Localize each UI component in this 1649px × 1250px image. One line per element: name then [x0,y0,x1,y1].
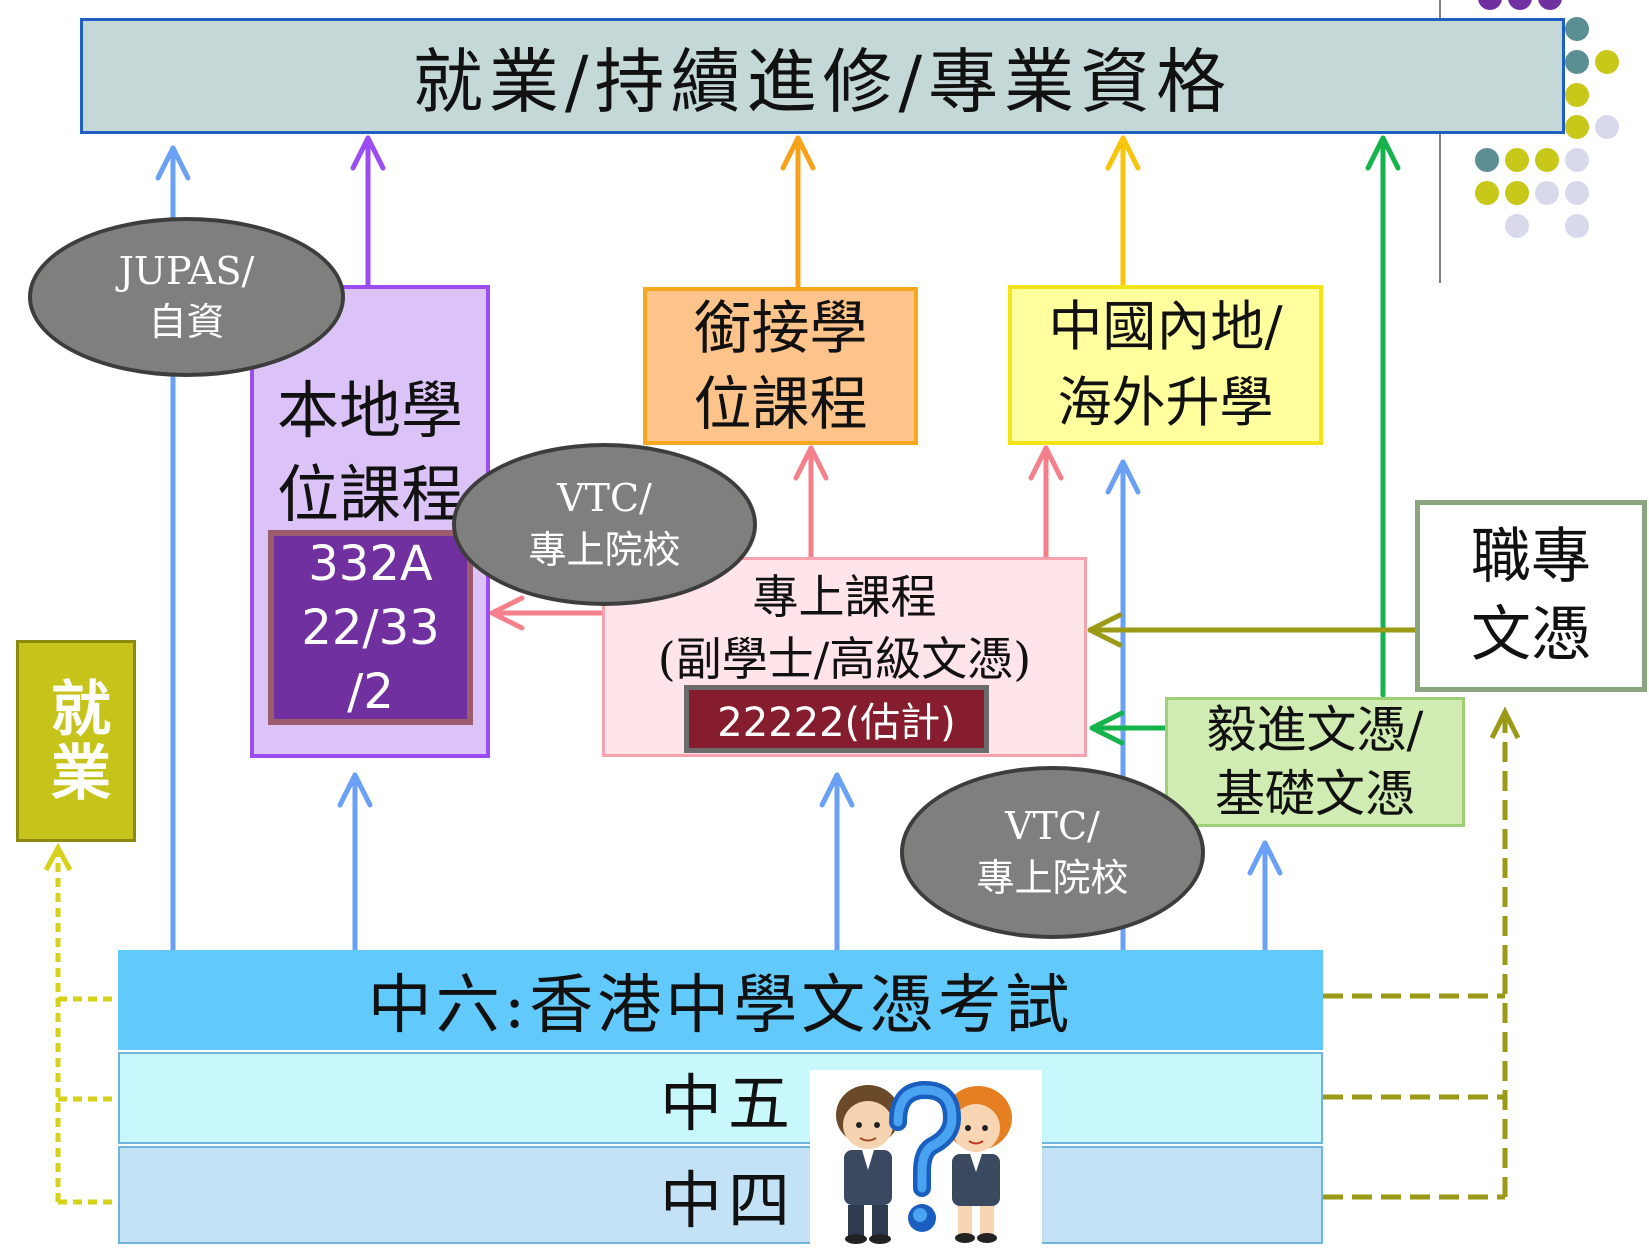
vocational-diploma-line2: 文憑 [1471,600,1591,670]
dot-decoration [1565,115,1589,139]
question-mark-icon [889,1080,962,1232]
vtc-upper-oval: VTC/ 專上院校 [452,443,757,606]
arrow-vocational-to-sub-degree [1087,612,1418,648]
dot-decoration [1565,214,1589,238]
arrow-sub-degree-to-local-degree [489,595,608,631]
dot-decoration [1478,0,1502,10]
arrow-dse-to-local-degree [337,772,373,953]
arrow-sub-degree-to-top-up [793,445,829,560]
vtc-lower-oval-line1: VTC/ [1005,804,1100,849]
mainland-overseas-line1: 中國內地/ [1048,295,1283,358]
sub-degree-line1: 專上課程 [752,570,937,624]
yi-jin-box: 毅進文憑/ 基礎文憑 [1165,697,1465,827]
form5-text: 中五 [660,1067,797,1140]
local-degree-stat-3: /2 [347,663,394,720]
goal-banner: 就業/持續進修/專業資格 [80,18,1565,134]
yi-jin-line2: 基礎文憑 [1215,765,1415,823]
arrow-dse-to-sub-degree [819,772,855,953]
student-boy-figure [836,1085,900,1244]
dot-decoration [1538,0,1562,10]
dot-decoration [1505,181,1529,205]
goal-banner-text: 就業/持續進修/專業資格 [412,40,1233,123]
dot-decoration [1565,17,1589,41]
top-up-degree-line2: 位課程 [693,370,868,438]
jupas-oval: JUPAS/ 自資 [28,217,345,377]
mainland-overseas-line2: 海外升學 [1057,371,1274,434]
arrow-sub-degree-to-mainland [1028,445,1064,560]
dot-decoration [1565,50,1589,74]
local-degree-stats: 332A 22/33 /2 [268,530,473,725]
dot-decoration [1595,115,1619,139]
form4-bar: 中四 [118,1146,1323,1244]
jupas-oval-line2: 自資 [148,300,225,344]
students-question-illustration [810,1070,1042,1245]
arrow-mainland-to-goal [1105,135,1141,290]
employment-box: 就業 [16,640,136,842]
dot-decoration [1565,181,1589,205]
mainland-overseas-box: 中國內地/ 海外升學 [1008,285,1323,445]
vtc-lower-oval-line2: 專上院校 [976,855,1129,900]
vocational-diploma-line1: 職專 [1471,522,1591,592]
local-degree-stat-2: 22/33 [301,599,440,656]
dot-decoration [1508,0,1532,10]
dot-decoration [1475,148,1499,172]
arrow-top-up-to-goal [780,135,816,290]
vtc-lower-oval: VTC/ 專上院校 [900,766,1205,939]
yi-jin-line1: 毅進文憑/ [1206,701,1424,759]
vtc-upper-oval-line2: 專上院校 [528,527,681,572]
dot-decoration [1595,50,1619,74]
dot-decoration [1565,83,1589,107]
arrow-yi-jin-to-sub-degree [1089,710,1168,746]
arrow-local-degree-to-goal [350,135,386,288]
vocational-diploma-box: 職專 文憑 [1415,500,1647,692]
top-up-degree-box: 銜接學 位課程 [643,287,918,445]
form5-bar: 中五 [118,1052,1323,1144]
dashed-paths-to-employment [43,842,120,1205]
arrow-yi-jin-to-goal [1365,135,1401,698]
dot-decoration [1505,214,1529,238]
form4-text: 中四 [660,1164,797,1237]
employment-text: 就業 [40,677,111,805]
local-degree-line2: 位課程 [276,458,463,531]
sub-degree-stat: 22222(估計) [717,700,956,746]
student-girl-figure [944,1086,1012,1243]
dot-decoration [1475,181,1499,205]
top-up-degree-line1: 銜接學 [693,294,868,362]
dse-bar: 中六:香港中學文憑考試 [118,950,1323,1050]
sub-degree-stats: 22222(估計) [684,685,989,753]
local-degree-line1: 本地學 [276,374,463,447]
dot-decoration [1535,181,1559,205]
vtc-upper-oval-line1: VTC/ [557,476,652,521]
dot-decoration [1565,148,1589,172]
local-degree-stat-1: 332A [308,535,433,592]
arrow-dse-to-yi-jin [1247,840,1283,953]
dse-bar-text: 中六:香港中學文憑考試 [367,969,1074,1043]
jupas-oval-line1: JUPAS/ [118,248,255,293]
dot-decoration [1535,148,1559,172]
dashed-paths-to-vocational [1323,706,1521,1200]
dot-decoration [1505,148,1529,172]
sub-degree-line2: (副學士/高級文憑) [657,632,1032,686]
